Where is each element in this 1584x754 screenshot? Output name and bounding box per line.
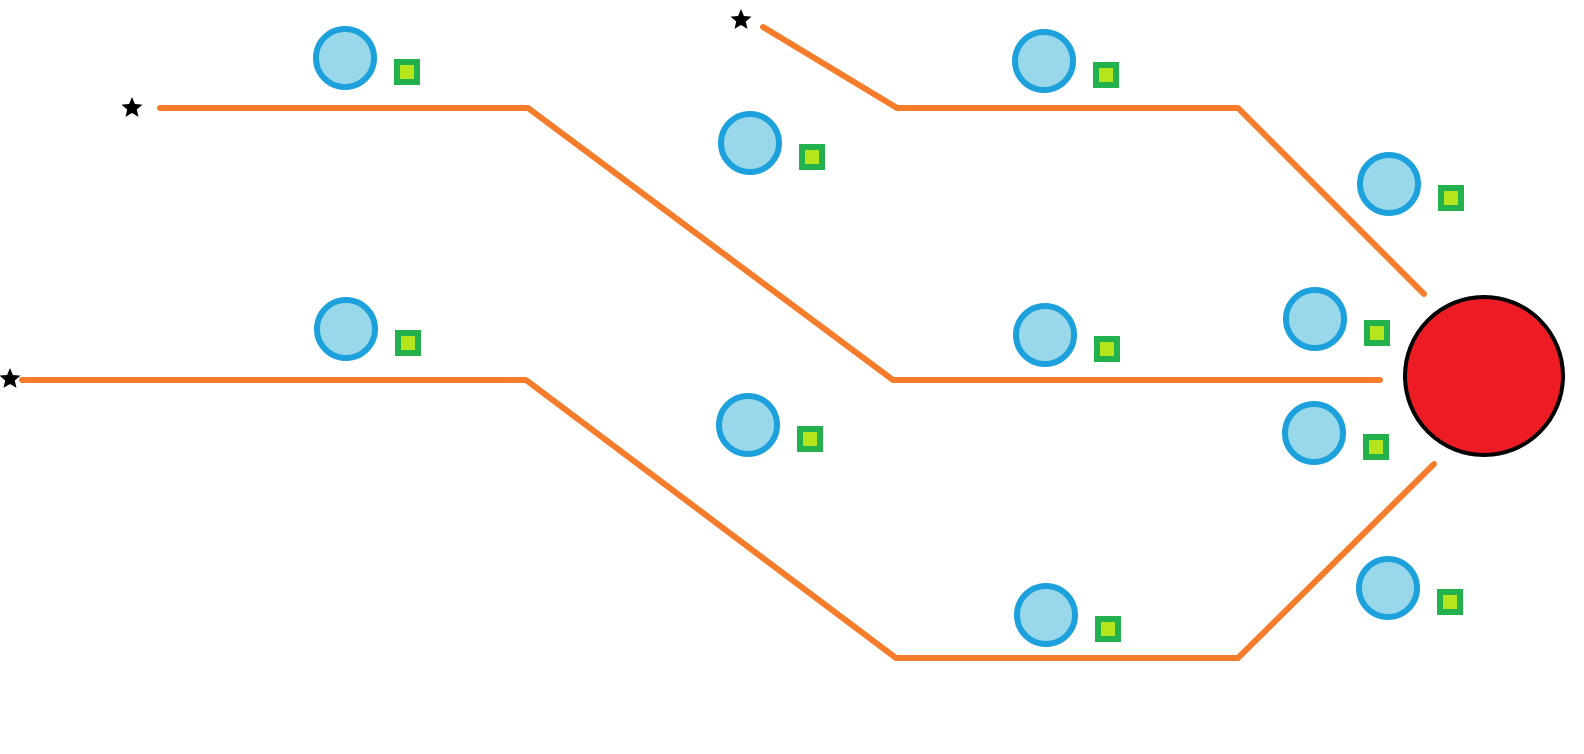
node-group-6 (1013, 303, 1120, 367)
square-marker-inner-icon (1444, 191, 1458, 205)
square-marker-inner-icon (803, 432, 817, 446)
circle-node-icon (313, 26, 377, 90)
circle-node-icon (1014, 583, 1078, 647)
square-marker-inner-icon (1370, 326, 1384, 340)
circle-node-icon (1012, 29, 1076, 93)
node-group-2 (718, 111, 825, 175)
star-icon (121, 97, 143, 117)
circle-node-icon (1283, 287, 1347, 351)
route-line-1 (157, 105, 1383, 383)
route-line-3 (19, 377, 1437, 661)
circle-node-icon (1282, 401, 1346, 465)
node-group-9 (1283, 287, 1390, 351)
circle-node-icon (1357, 152, 1421, 216)
square-marker-inner-icon (1101, 622, 1115, 636)
circle-node-icon (1013, 303, 1077, 367)
node-group-7 (1014, 583, 1121, 647)
start-markers-layer (0, 9, 752, 388)
square-marker-inner-icon (1443, 595, 1457, 609)
square-marker-inner-icon (1369, 440, 1383, 454)
node-group-5 (1012, 29, 1119, 93)
nodes-layer (313, 26, 1464, 647)
square-marker-inner-icon (1100, 342, 1114, 356)
square-marker-inner-icon (401, 336, 415, 350)
circle-node-icon (716, 393, 780, 457)
route-line-2 (760, 24, 1427, 297)
node-group-3 (314, 297, 421, 361)
node-group-11 (1356, 556, 1463, 620)
square-marker-inner-icon (1099, 68, 1113, 82)
square-marker-inner-icon (805, 150, 819, 164)
circle-node-icon (718, 111, 782, 175)
star-icon (0, 368, 21, 388)
node-group-10 (1282, 401, 1389, 465)
circle-node-icon (314, 297, 378, 361)
circle-node-icon (1356, 556, 1420, 620)
destination-circle-icon (1403, 295, 1565, 457)
node-group-8 (1357, 152, 1464, 216)
destination-layer (1403, 295, 1565, 457)
node-group-1 (313, 26, 420, 90)
square-marker-inner-icon (400, 65, 414, 79)
star-icon (730, 9, 752, 29)
routes-layer (19, 24, 1437, 661)
node-group-4 (716, 393, 823, 457)
